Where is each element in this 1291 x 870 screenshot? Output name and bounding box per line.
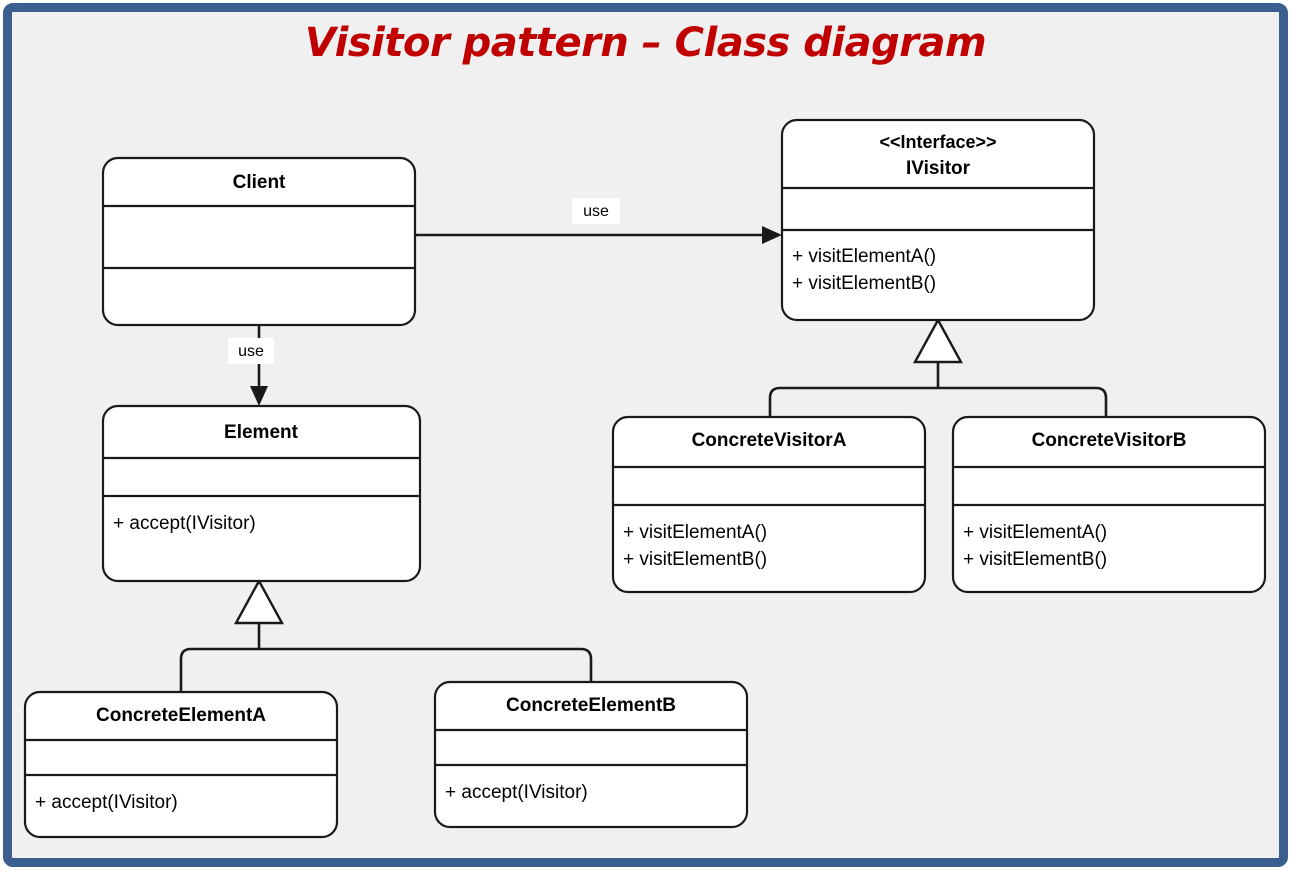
class-method-concretevisitorb-0: + visitElementA() (963, 522, 1107, 543)
class-method-concreteelementb-0: + accept(IVisitor) (445, 782, 588, 803)
page-title: Visitor pattern – Class diagram (304, 20, 987, 66)
class-name-element: Element (224, 422, 299, 443)
relation-client-uses-element[interactable]: use (228, 325, 274, 406)
class-box-concretevisitora[interactable]: ConcreteVisitorA + visitElementA() + vis… (611, 415, 927, 594)
class-stereotype-ivisitor: <<Interface>> (879, 132, 996, 152)
class-method-ivisitor-0: + visitElementA() (792, 246, 936, 267)
classes-layer: Client <<Interface>> IVisitor + visitEle… (23, 118, 1267, 839)
class-method-ivisitor-1: + visitElementB() (792, 273, 936, 294)
class-name-concretevisitorb: ConcreteVisitorB (1032, 430, 1187, 451)
class-box-ivisitor[interactable]: <<Interface>> IVisitor + visitElementA()… (780, 118, 1096, 322)
class-name-concretevisitora: ConcreteVisitorA (692, 430, 847, 451)
generalization-triangle-icon (912, 317, 964, 364)
relations-layer: use use (179, 198, 1108, 692)
relation-visitor-generalization-tree[interactable] (768, 317, 1108, 417)
class-method-concretevisitora-0: + visitElementA() (623, 522, 767, 543)
class-name-ivisitor: IVisitor (906, 158, 971, 179)
class-box-concreteelementb[interactable]: ConcreteElementB + accept(IVisitor) (433, 680, 749, 829)
class-method-element-0: + accept(IVisitor) (113, 513, 256, 534)
arrow-head-icon (762, 226, 782, 244)
class-method-concretevisitorb-1: + visitElementB() (963, 549, 1107, 570)
class-box-concretevisitorb[interactable]: ConcreteVisitorB + visitElementA() + vis… (951, 415, 1267, 594)
class-box-client[interactable]: Client (101, 156, 417, 327)
relation-label-use-ivisitor: use (583, 203, 609, 220)
class-name-concreteelementa: ConcreteElementA (96, 705, 266, 726)
relation-label-use-element: use (238, 343, 264, 360)
class-box-concreteelementa[interactable]: ConcreteElementA + accept(IVisitor) (23, 690, 339, 839)
class-box-element[interactable]: Element + accept(IVisitor) (101, 404, 422, 583)
relation-element-generalization-tree[interactable] (179, 578, 593, 692)
relation-client-uses-ivisitor[interactable]: use (415, 198, 782, 244)
generalization-triangle-icon (233, 578, 285, 625)
arrow-head-icon (250, 386, 268, 406)
class-method-concreteelementa-0: + accept(IVisitor) (35, 792, 178, 813)
class-name-client: Client (233, 172, 286, 193)
class-name-concreteelementb: ConcreteElementB (506, 695, 676, 716)
class-method-concretevisitora-1: + visitElementB() (623, 549, 767, 570)
